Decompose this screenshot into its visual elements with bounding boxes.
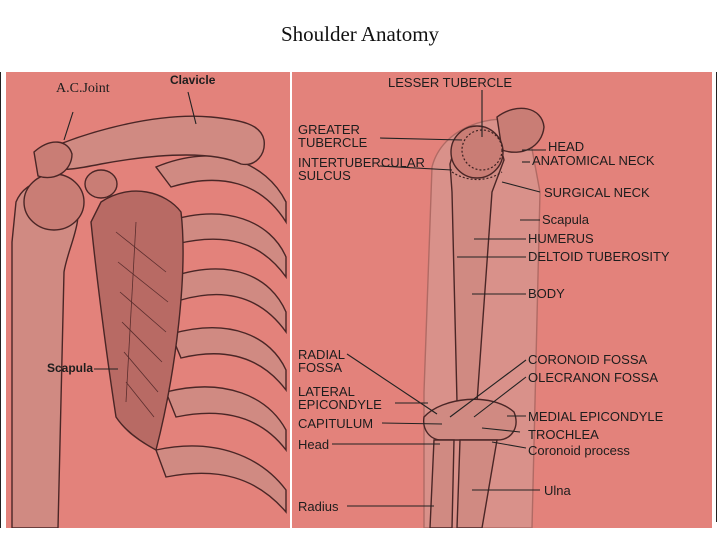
greater-tubercle-label-1: GREATER xyxy=(298,122,360,137)
clavicle-bone xyxy=(45,115,265,171)
deltoid-tuberosity-label: DELTOID TUBEROSITY xyxy=(528,249,670,264)
scapula-bone xyxy=(90,190,184,452)
lesser-tubercle-label: LESSER TUBERCLE xyxy=(388,75,513,90)
right-frame-line xyxy=(716,72,717,522)
radius-label: Radius xyxy=(298,499,339,514)
humerus-illustration: LESSER TUBERCLE GREATER TUBERCLE INTERTU… xyxy=(292,72,712,528)
scapula-right-label: Scapula xyxy=(542,212,589,227)
intertubercular-label-2: SULCUS xyxy=(298,168,351,183)
humerus-label: HUMERUS xyxy=(528,231,594,246)
capitulum-label: CAPITULUM xyxy=(298,416,374,431)
humeral-head xyxy=(450,125,504,179)
coronoid-process-label: Coronoid process xyxy=(528,443,630,458)
lateral-epicondyle-label-1: LATERAL xyxy=(298,384,355,399)
body-label: BODY xyxy=(528,286,565,301)
coracoid-process xyxy=(84,169,118,199)
left-frame-line xyxy=(0,72,1,528)
rib-2 xyxy=(165,213,287,280)
ulna-label: Ulna xyxy=(544,483,571,498)
rib-3 xyxy=(170,268,287,335)
shoulder-girdle-illustration: A.C.Joint Clavicle Scapula xyxy=(6,72,290,528)
ulna-bone xyxy=(456,439,498,528)
humerus-bone xyxy=(11,180,79,528)
glenoid xyxy=(496,107,545,153)
olecranon-fossa-label: OLECRANON FOSSA xyxy=(528,370,659,385)
acromion xyxy=(33,141,73,179)
humeral-head xyxy=(23,173,85,231)
surgical-neck-label: SURGICAL NECK xyxy=(544,185,650,200)
shoulder-girdle-drawing xyxy=(11,91,287,528)
scapula-label: Scapula xyxy=(47,361,94,375)
medial-epicondyle-label: MEDIAL EPICONDYLE xyxy=(528,409,664,424)
radial-fossa-label-2: FOSSA xyxy=(298,360,343,375)
clavicle-label: Clavicle xyxy=(170,73,216,87)
ac-joint-label: A.C.Joint xyxy=(56,81,110,96)
distal-humerus xyxy=(423,398,517,441)
head-label: HEAD xyxy=(548,139,585,154)
coronoid-fossa-label: CORONOID FOSSA xyxy=(528,352,648,367)
radial-fossa-label-1: RADIAL xyxy=(298,347,345,362)
lateral-epicondyle-label-2: EPICONDYLE xyxy=(298,397,382,412)
head-lower-label: Head xyxy=(298,437,330,452)
intertubercular-label-1: INTERTUBERCULAR xyxy=(298,155,425,170)
rib-6 xyxy=(155,445,287,514)
greater-tubercle-label-2: TUBERCLE xyxy=(298,135,368,150)
humerus-drawing xyxy=(332,90,546,528)
rib-5 xyxy=(165,386,287,453)
anatomical-neck-label: ANATOMICAL NECK xyxy=(532,153,655,168)
trochlea-label: TROCHLEA xyxy=(528,427,599,442)
radius-bone xyxy=(429,439,455,528)
rib-4 xyxy=(170,327,287,393)
page-title: Shoulder Anatomy xyxy=(280,22,440,46)
